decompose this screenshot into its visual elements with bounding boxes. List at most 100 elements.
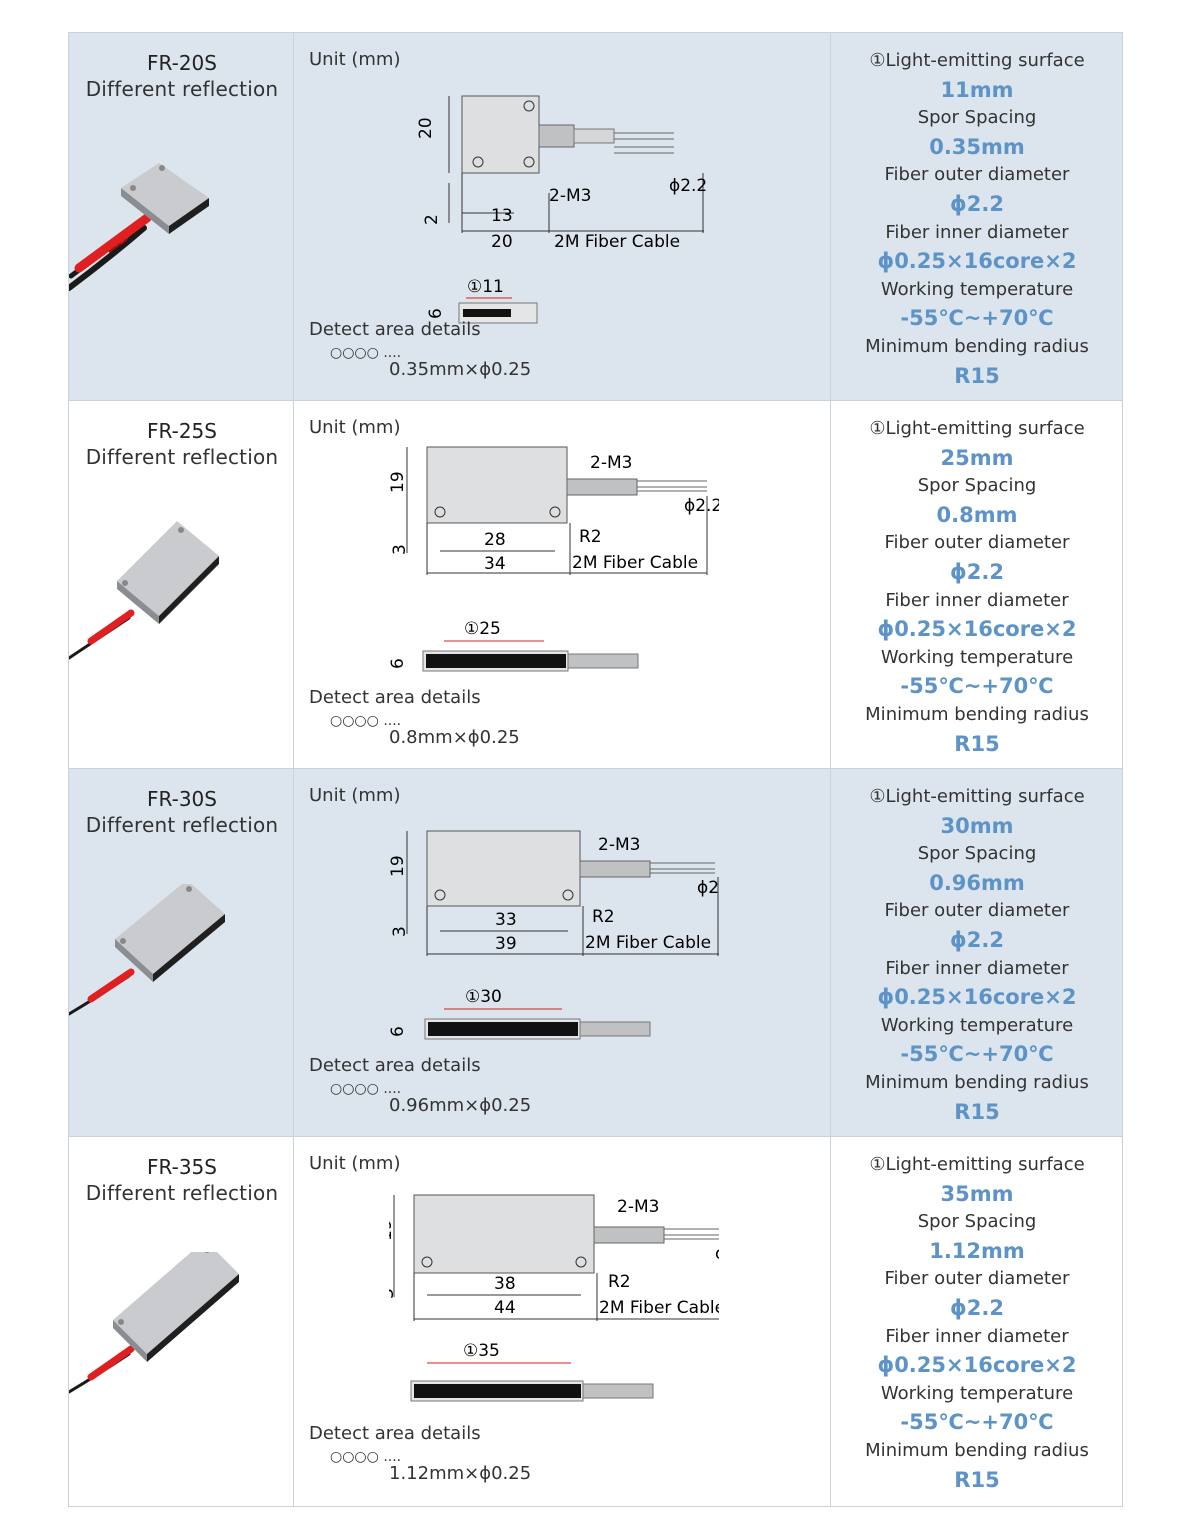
model-subtitle: Different reflection — [85, 813, 279, 837]
fiber-cable-label: 2M Fiber Cable — [599, 1298, 719, 1318]
spec-cell: ①Light-emitting surface 30mm Spor Spacin… — [831, 769, 1123, 1136]
bend-radius-label: Minimum bending radius — [865, 1071, 1089, 1093]
product-row-fr-30s: FR-30S Different reflection Unit (mm) — [68, 769, 1123, 1137]
detect-area-label: Detect area details — [309, 1423, 481, 1444]
outer-diameter-value: ϕ2.2 — [950, 1295, 1004, 1320]
bend-radius-value: R15 — [954, 363, 1000, 388]
diameter-label: ϕ2.2 — [684, 496, 719, 516]
model-name: FR-25S — [147, 419, 217, 443]
surface-dim: ①30 — [465, 987, 502, 1007]
outer-diameter-value: ϕ2.2 — [950, 927, 1004, 952]
product-row-fr-35s: FR-35S Different reflection Unit (mm) — [68, 1137, 1123, 1507]
light-surface-label: ①Light-emitting surface — [869, 418, 1085, 439]
bend-radius-label: Minimum bending radius — [865, 1439, 1089, 1461]
detect-dimension: 0.35mm×ϕ0.25 — [389, 359, 532, 380]
sensor-photo — [69, 163, 209, 291]
unit-label: Unit (mm) — [309, 417, 401, 438]
sensor-photo — [69, 1252, 239, 1394]
spec-list: ①Light-emitting surface 35mm Spor Spacin… — [831, 1151, 1123, 1494]
product-row-fr-20s: FR-20S Different reflection Unit (mm) — [68, 33, 1123, 401]
working-temp-label: Working temperature — [880, 278, 1074, 300]
model-cell: FR-30S Different reflection — [68, 769, 294, 1136]
inner-diameter-value: ϕ0.25×16core×2 — [877, 249, 1077, 274]
spot-spacing-label: Spor Spacing — [917, 475, 1037, 497]
thickness-dim: 6 — [389, 1026, 408, 1037]
model-name: FR-20S — [147, 51, 217, 75]
light-surface-value: 30mm — [940, 813, 1014, 838]
detect-dots: ○○○○ .... — [330, 345, 402, 361]
model-name: FR-30S — [147, 787, 217, 811]
detect-area-label: Detect area details — [309, 319, 481, 340]
spec-table: FR-20S Different reflection Unit (mm) — [68, 32, 1123, 1507]
dimension-drawing: 19 3 28 34 2-M3 ϕ2.2 R2 2M Fiber Cable ①… — [389, 446, 719, 672]
surface-dim: ①35 — [463, 1341, 500, 1361]
fiber-cable-label: 2M Fiber Cable — [585, 933, 711, 953]
light-surface-value: 11mm — [940, 77, 1014, 102]
inner-diameter-label: Fiber inner diameter — [885, 1325, 1069, 1347]
margin-dim: 3 — [390, 926, 410, 937]
dimension-drawing: 19 3 38 44 2-M3 ϕ2.2 R2 2M Fiber Cable ①… — [389, 1194, 719, 1402]
spot-spacing-label: Spor Spacing — [917, 843, 1037, 865]
outer-diameter-value: ϕ2.2 — [950, 559, 1004, 584]
hole-dim: 28 — [484, 530, 506, 550]
radius-label: R2 — [579, 527, 602, 547]
light-surface-value: 35mm — [940, 1181, 1014, 1206]
radius-label: R2 — [608, 1272, 631, 1292]
spec-list: ①Light-emitting surface 30mm Spor Spacin… — [831, 783, 1123, 1126]
height-dim: 19 — [389, 471, 408, 493]
model-cell: FR-35S Different reflection — [68, 1137, 294, 1506]
detect-dimension: 0.8mm×ϕ0.25 — [389, 727, 520, 748]
spot-spacing-label: Spor Spacing — [917, 1211, 1037, 1233]
inner-diameter-label: Fiber inner diameter — [885, 589, 1069, 611]
drawing-cell: Unit (mm) 19 3 38 44 2-M3 ϕ2.2 R2 — [294, 1137, 831, 1506]
width-dim: 34 — [484, 554, 506, 574]
hole-dim: 13 — [491, 206, 513, 226]
unit-label: Unit (mm) — [309, 1153, 401, 1174]
dimension-drawing: 19 3 33 39 2-M3 ϕ2.2 R2 2M Fiber Cable ①… — [389, 830, 719, 1040]
working-temp-value: -55℃~+70℃ — [900, 306, 1054, 331]
inner-diameter-label: Fiber inner diameter — [885, 221, 1069, 243]
thread-label: 2-M3 — [590, 453, 632, 473]
width-dim: 20 — [491, 232, 513, 252]
height-dim: 19 — [389, 1219, 396, 1241]
detect-dots: ○○○○ .... — [330, 1081, 402, 1097]
detect-dots: ○○○○ .... — [330, 1449, 402, 1465]
working-temp-value: -55℃~+70℃ — [900, 1042, 1054, 1067]
sensor-photo — [69, 884, 225, 1016]
bend-radius-label: Minimum bending radius — [865, 703, 1089, 725]
spot-spacing-value: 0.8mm — [936, 502, 1018, 527]
model-subtitle: Different reflection — [85, 77, 279, 101]
fiber-cable-label: 2M Fiber Cable — [554, 232, 680, 252]
surface-dim: ①25 — [464, 619, 501, 639]
working-temp-label: Working temperature — [880, 646, 1074, 668]
spot-spacing-label: Spor Spacing — [917, 107, 1037, 129]
spot-spacing-value: 0.96mm — [929, 870, 1025, 895]
margin-dim: 3 — [389, 1288, 398, 1299]
thickness-dim: 6 — [426, 308, 446, 319]
unit-label: Unit (mm) — [309, 785, 401, 806]
drawing-cell: Unit (mm) 20 2 13 20 2-M3 — [294, 33, 831, 400]
height-dim: 20 — [416, 117, 436, 139]
spot-spacing-value: 0.35mm — [929, 134, 1025, 159]
thickness-dim: 6 — [389, 658, 408, 669]
detect-dimension: 1.12mm×ϕ0.25 — [389, 1463, 532, 1484]
drawing-cell: Unit (mm) 19 3 28 34 2-M3 ϕ2.2 R2 — [294, 401, 831, 768]
spot-spacing-value: 1.12mm — [929, 1238, 1025, 1263]
hole-dim: 33 — [495, 910, 517, 930]
outer-diameter-label: Fiber outer diameter — [884, 1268, 1070, 1290]
bend-radius-value: R15 — [954, 731, 1000, 756]
light-surface-label: ①Light-emitting surface — [869, 50, 1085, 71]
fiber-cable-label: 2M Fiber Cable — [572, 553, 698, 573]
unit-label: Unit (mm) — [309, 49, 401, 70]
surface-dim: ①11 — [467, 277, 504, 297]
light-surface-label: ①Light-emitting surface — [869, 786, 1085, 807]
margin-dim: 3 — [390, 544, 410, 555]
width-dim: 44 — [494, 1298, 516, 1318]
spec-list: ①Light-emitting surface 11mm Spor Spacin… — [831, 47, 1123, 390]
outer-diameter-value: ϕ2.2 — [950, 191, 1004, 216]
model-name: FR-35S — [147, 1155, 217, 1179]
working-temp-label: Working temperature — [880, 1382, 1074, 1404]
working-temp-value: -55℃~+70℃ — [900, 1410, 1054, 1435]
radius-label: R2 — [592, 907, 615, 927]
diameter-label: ϕ2.2 — [669, 176, 707, 196]
